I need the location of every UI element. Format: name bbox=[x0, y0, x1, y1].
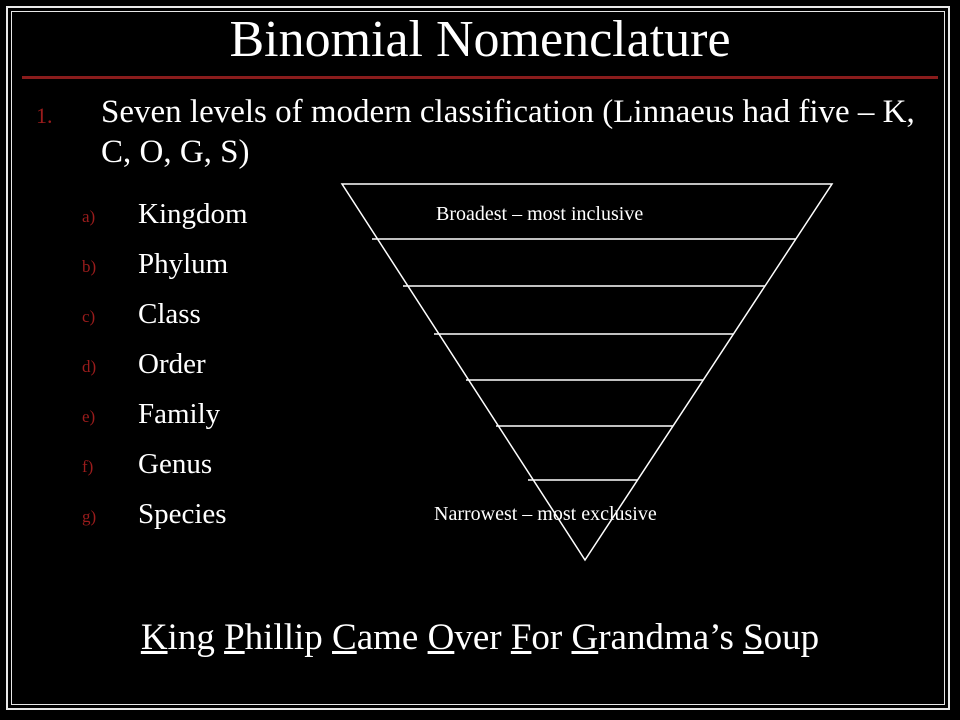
mnemonic-initial: C bbox=[332, 617, 357, 658]
mnemonic-word: Phillip bbox=[224, 617, 323, 658]
mnemonic-rest: hillip bbox=[244, 617, 323, 658]
level-letter: c) bbox=[82, 307, 96, 326]
pyramid-bottom-label: Narrowest – most exclusive bbox=[434, 503, 657, 525]
point-text: Seven levels of modern classification (L… bbox=[101, 94, 915, 170]
mnemonic-word: King bbox=[141, 617, 215, 658]
pyramid-top-label: Broadest – most inclusive bbox=[436, 203, 644, 225]
mnemonic-phrase: King Phillip Came Over For Grandma’s Sou… bbox=[0, 614, 960, 662]
level-letter: g) bbox=[82, 507, 97, 526]
level-name: Kingdom bbox=[138, 198, 248, 230]
level-letter: b) bbox=[82, 257, 97, 276]
mnemonic-initial: O bbox=[427, 617, 455, 658]
level-letter: f) bbox=[82, 457, 94, 476]
slide-frame-outer bbox=[6, 6, 950, 710]
mnemonic-word: Came bbox=[332, 617, 418, 658]
mnemonic-word: Over bbox=[428, 617, 502, 658]
mnemonic-initial: P bbox=[224, 617, 245, 658]
slide-title: Binomial Nomenclature bbox=[229, 11, 731, 68]
point-number: 1. bbox=[36, 103, 53, 128]
mnemonic-initial: G bbox=[571, 617, 599, 658]
level-letter: a) bbox=[82, 207, 96, 226]
mnemonic-initial: S bbox=[743, 617, 764, 658]
pyramid-outline bbox=[340, 183, 834, 562]
level-name: Family bbox=[138, 398, 221, 430]
level-name: Phylum bbox=[138, 248, 229, 280]
mnemonic-word: Soup bbox=[743, 617, 819, 658]
mnemonic-rest: ver bbox=[454, 617, 502, 658]
level-name: Genus bbox=[138, 448, 213, 480]
mnemonic-word: Grandma’s bbox=[571, 617, 733, 658]
mnemonic-word: For bbox=[511, 617, 562, 658]
mnemonic-rest: or bbox=[531, 617, 563, 658]
level-letter: e) bbox=[82, 407, 96, 426]
title-divider bbox=[22, 76, 938, 79]
level-name: Order bbox=[138, 348, 206, 380]
mnemonic-rest: ing bbox=[167, 617, 215, 658]
slide-frame-inner bbox=[11, 11, 945, 705]
mnemonic-rest: ame bbox=[356, 617, 419, 658]
mnemonic-rest: randma’s bbox=[598, 617, 734, 658]
level-letter: d) bbox=[82, 357, 97, 376]
mnemonic-initial: K bbox=[140, 617, 168, 658]
level-name: Class bbox=[138, 298, 201, 330]
mnemonic-rest: oup bbox=[763, 617, 820, 658]
mnemonic-initial: F bbox=[510, 617, 532, 658]
level-name: Species bbox=[138, 498, 227, 530]
